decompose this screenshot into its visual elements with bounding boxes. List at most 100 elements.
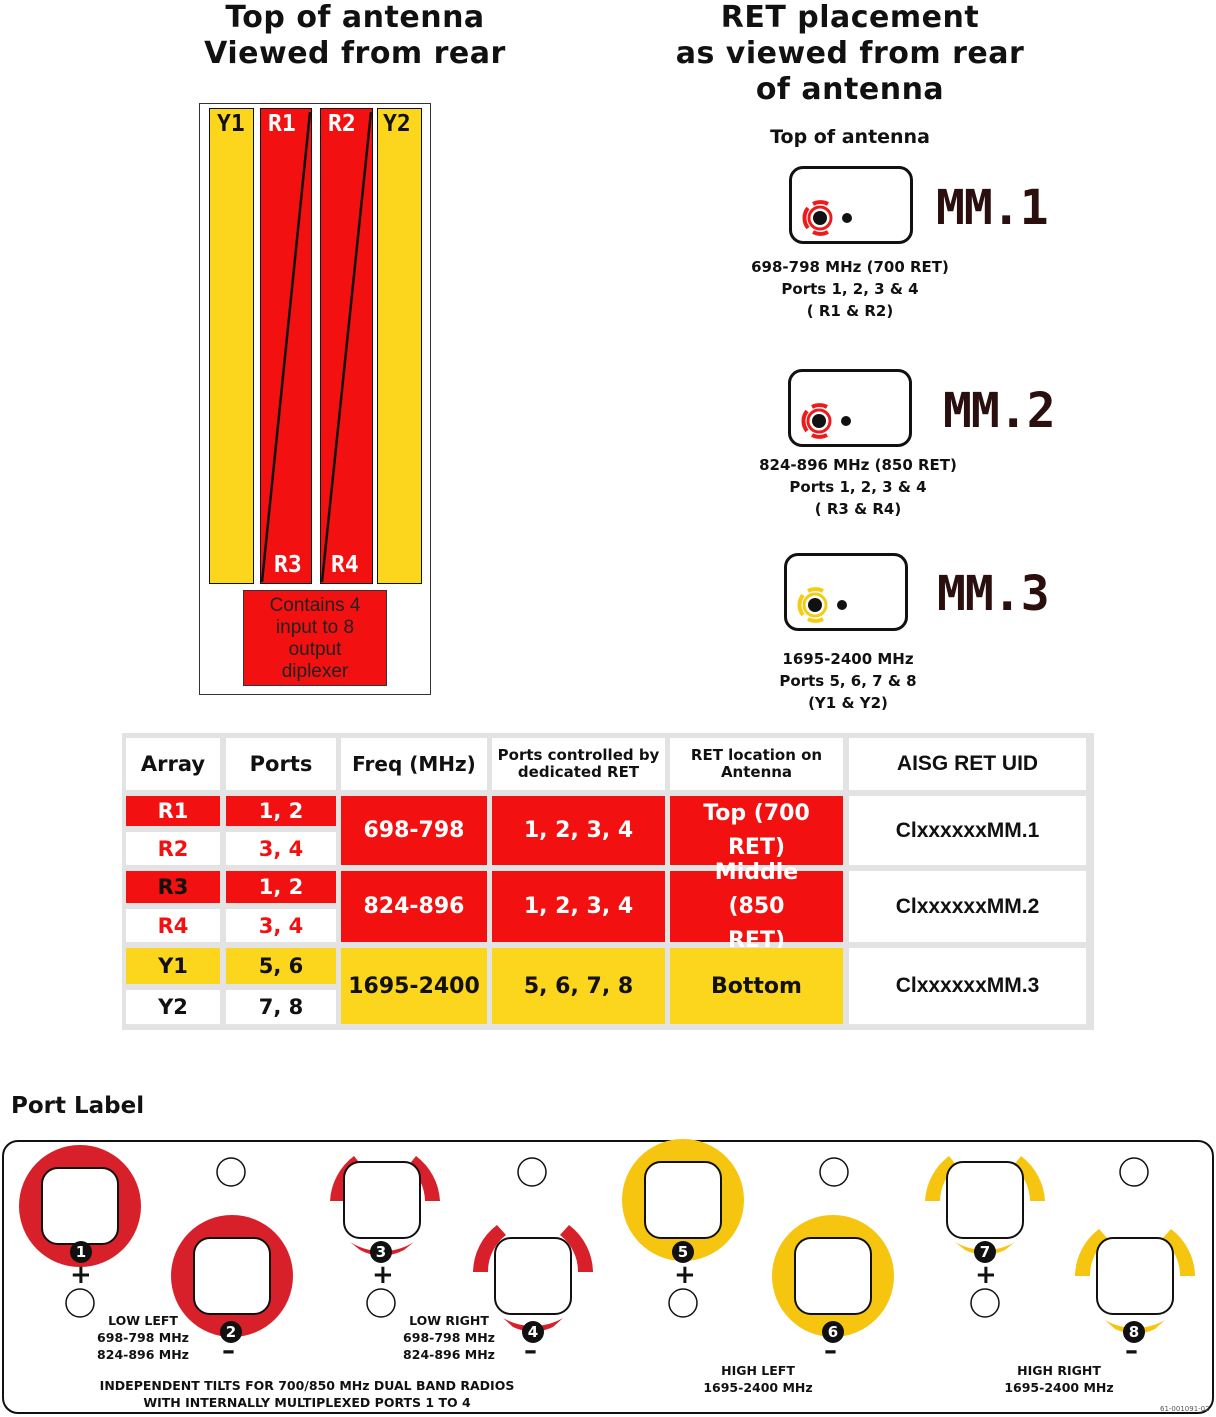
port-text-line: 824-896 MHz (403, 1347, 495, 1362)
ports-cell: 5, 6 (226, 948, 336, 984)
footer-text: INDEPENDENT TILTS FOR 700/850 MHz DUAL B… (60, 1377, 554, 1411)
port-number: 8 (1128, 1323, 1140, 1341)
loc-cell: Top (700 RET) (670, 796, 843, 865)
ports-cell: 3, 4 (226, 909, 336, 942)
diplexer-line: Contains 4 (269, 595, 361, 616)
strip-label-y1: Y1 (217, 111, 245, 137)
port-number: 2 (225, 1323, 237, 1341)
strip-label-r1: R1 (268, 111, 296, 137)
left-title-line: Viewed from rear (204, 36, 506, 71)
port-text-line: LOW RIGHT (409, 1313, 489, 1328)
uid-cell: ClxxxxxxMM.2 (849, 871, 1086, 942)
header-uid: AISG RET UID (849, 738, 1086, 790)
plus-sign: + (975, 1260, 997, 1290)
array-cell: R3 (126, 871, 220, 903)
port-text-line: HIGH LEFT (721, 1363, 795, 1378)
ret-signal-icon (801, 403, 851, 439)
ports-cell: 3, 4 (226, 832, 336, 865)
strip-label-y2: Y2 (383, 111, 411, 137)
ctrl-cell: 5, 6, 7, 8 (492, 948, 665, 1024)
uid-cell: ClxxxxxxMM.3 (849, 948, 1086, 1024)
ctrl-cell: 1, 2, 3, 4 (492, 871, 665, 942)
caption-line: Ports 5, 6, 7 & 8 (779, 672, 917, 690)
freq-cell: 824-896 (341, 871, 487, 942)
strip-label-r4: R4 (331, 552, 359, 578)
strip-label-r2: R2 (328, 111, 356, 137)
ports-cell: 7, 8 (226, 990, 336, 1024)
port-text-line: 1695-2400 MHz (1004, 1380, 1114, 1395)
port-text-line: WITH INTERNALLY MULTIPLEXED PORTS 1 TO 4 (143, 1395, 471, 1410)
minus-sign: – (524, 1336, 537, 1366)
ports-cell: 1, 2 (226, 871, 336, 903)
high-right-text: HIGH RIGHT 1695-2400 MHz (989, 1362, 1129, 1396)
caption-line: 1695-2400 MHz (782, 650, 914, 668)
caption-line: ( R3 & R4) (814, 500, 902, 518)
diplexer-box: Contains 4 input to 8 output diplexer (243, 590, 387, 686)
part-number: 61-001091-02 (1160, 1405, 1210, 1413)
array-cell: R1 (126, 796, 220, 826)
right-title: RET placement as viewed from rear of ant… (640, 0, 1060, 108)
ret-table: Array Ports Freq (MHz) Ports controlled … (122, 733, 1094, 1030)
port-label-title: Port Label (11, 1093, 145, 1119)
plus-sign: + (70, 1260, 92, 1290)
diplexer-line: input to 8 (275, 617, 355, 638)
ret-signal-icon (802, 200, 852, 236)
strip-y1 (209, 108, 254, 584)
loc-cell: Bottom (670, 948, 843, 1024)
port-text-line: 1695-2400 MHz (703, 1380, 813, 1395)
caption-line: Ports 1, 2, 3 & 4 (781, 280, 919, 298)
high-left-text: HIGH LEFT 1695-2400 MHz (688, 1362, 828, 1396)
right-title-line: as viewed from rear (675, 36, 1025, 71)
caption-line: Ports 1, 2, 3 & 4 (789, 478, 927, 496)
ret-id-mm1: MM.1 (936, 180, 1049, 236)
low-right-text: LOW RIGHT 698-798 MHz 824-896 MHz (389, 1312, 509, 1363)
ret-caption-mm2: 824-896 MHz (850 RET) Ports 1, 2, 3 & 4 … (708, 454, 1008, 520)
ret-box-mm2 (788, 369, 912, 447)
ret-box-mm1 (789, 166, 913, 244)
header-ctrl: Ports controlled by dedicated RET (492, 738, 665, 790)
ret-id-mm2: MM.2 (943, 383, 1056, 439)
port-number: 7 (979, 1243, 991, 1261)
port-number: 3 (375, 1243, 387, 1261)
header-freq: Freq (MHz) (341, 738, 487, 790)
low-left-text: LOW LEFT 698-798 MHz 824-896 MHz (83, 1312, 203, 1363)
left-title: Top of antenna Viewed from rear (150, 0, 560, 72)
minus-sign: – (222, 1336, 235, 1366)
port-text-line: LOW LEFT (108, 1313, 178, 1328)
freq-cell: 698-798 (341, 796, 487, 865)
ret-signal-icon (797, 587, 847, 623)
left-title-line: Top of antenna (225, 0, 485, 35)
port-number: 1 (75, 1243, 87, 1261)
port-number: 6 (827, 1323, 839, 1341)
ret-caption-mm1: 698-798 MHz (700 RET) Ports 1, 2, 3 & 4 … (700, 256, 1000, 322)
minus-sign: – (1125, 1336, 1138, 1366)
port-text-line: 698-798 MHz (97, 1330, 189, 1345)
plus-sign: + (372, 1260, 394, 1290)
strip-y2 (377, 108, 422, 584)
port-number: 4 (527, 1323, 539, 1341)
ctrl-cell: 1, 2, 3, 4 (492, 796, 665, 865)
port-text-line: 698-798 MHz (403, 1330, 495, 1345)
right-title-line: RET placement (720, 0, 980, 35)
strip-label-r3: R3 (274, 552, 302, 578)
ret-id-mm3: MM.3 (937, 566, 1050, 622)
right-title-line: of antenna (755, 72, 945, 107)
header-loc: RET location on Antenna (670, 738, 843, 790)
array-cell: Y2 (126, 990, 220, 1024)
port-text-line: HIGH RIGHT (1017, 1363, 1101, 1378)
ports-cell: 1, 2 (226, 796, 336, 826)
array-cell: R2 (126, 832, 220, 865)
port-connectors (19, 1139, 1195, 1343)
loc-cell: Middle (850 RET) (670, 860, 843, 953)
ret-caption-mm3: 1695-2400 MHz Ports 5, 6, 7 & 8 (Y1 & Y2… (698, 648, 998, 714)
port-text-line: INDEPENDENT TILTS FOR 700/850 MHz DUAL B… (99, 1378, 515, 1393)
freq-cell: 1695-2400 (341, 948, 487, 1024)
strip-divider-lines (260, 111, 373, 583)
array-cell: R4 (126, 909, 220, 942)
array-cell: Y1 (126, 948, 220, 984)
ret-top-label: Top of antenna (770, 126, 930, 148)
caption-line: 698-798 MHz (700 RET) (751, 258, 949, 276)
ret-box-mm3 (784, 553, 908, 631)
caption-line: (Y1 & Y2) (808, 694, 888, 712)
port-text-line: 824-896 MHz (97, 1347, 189, 1362)
